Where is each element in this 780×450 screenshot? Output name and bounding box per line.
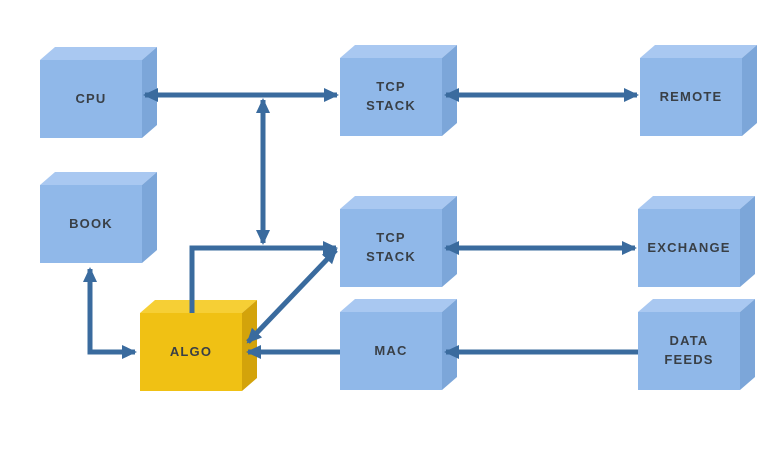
algo-box-front-face	[140, 313, 242, 391]
data-feeds-box-side-face	[740, 299, 755, 390]
tcp-stack-remote-box-side-face	[442, 45, 457, 136]
book-box-front-face	[40, 185, 142, 263]
arrow-algo-to-tcpstack-elbow	[189, 241, 338, 313]
mac-box-top-face	[340, 299, 457, 312]
tcp-stack-exchange-box-top-face	[340, 196, 457, 209]
algo-box-side-face	[242, 300, 257, 391]
node-book-box	[40, 172, 157, 263]
book-box-top-face	[40, 172, 157, 185]
data-feeds-box-top-face	[638, 299, 755, 312]
node-mac-box	[340, 299, 457, 390]
cpu-box-top-face	[40, 47, 157, 60]
node-cpu-box	[40, 47, 157, 138]
exchange-box-side-face	[740, 196, 755, 287]
exchange-box-top-face	[638, 196, 755, 209]
exchange-box-front-face	[638, 209, 740, 287]
cpu-box-front-face	[40, 60, 142, 138]
book-box-side-face	[142, 172, 157, 263]
mac-box-side-face	[442, 299, 457, 390]
node-data-feeds-box	[638, 299, 755, 390]
tcp-stack-remote-box-top-face	[340, 45, 457, 58]
algo-box-top-face	[140, 300, 257, 313]
node-remote-box	[640, 45, 757, 136]
tcp-stack-remote-box-front-face	[340, 58, 442, 136]
node-exchange-box	[638, 196, 755, 287]
node-tcp-stack-remote-box	[340, 45, 457, 136]
remote-box-top-face	[640, 45, 757, 58]
mac-box-front-face	[340, 312, 442, 390]
data-feeds-box-front-face	[638, 312, 740, 390]
arrow-book-algo-elbow-bidirectional	[83, 267, 137, 359]
node-tcp-stack-exchange-box	[340, 196, 457, 287]
arrow-algo-tcpstack-diagonal-bidirectional	[246, 248, 338, 344]
tcp-stack-exchange-box-front-face	[340, 209, 442, 287]
node-algo-box	[140, 300, 257, 391]
remote-box-side-face	[742, 45, 757, 136]
tcp-stack-exchange-box-side-face	[442, 196, 457, 287]
remote-box-front-face	[640, 58, 742, 136]
